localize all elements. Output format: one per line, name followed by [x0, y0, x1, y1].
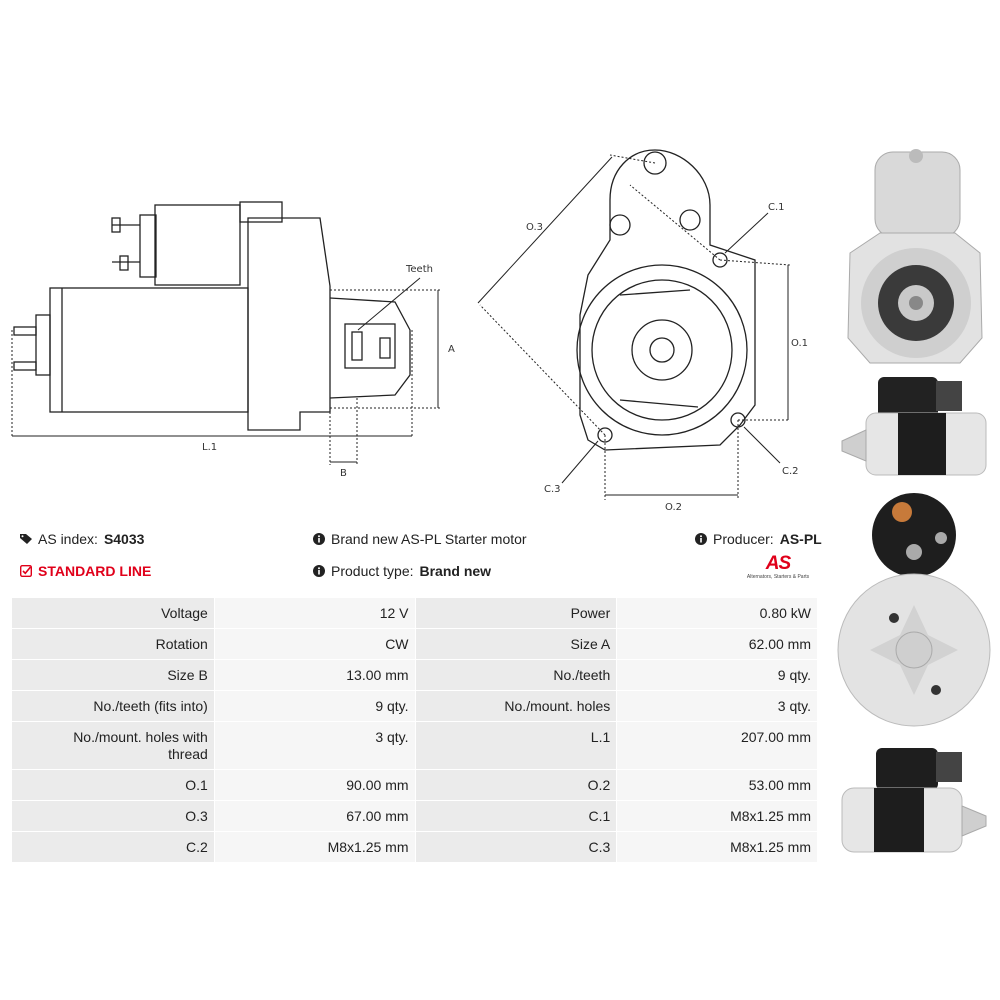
spec-label: Voltage: [11, 597, 215, 629]
dimension-c3-label: C.3: [544, 484, 561, 495]
logo-tagline: Alternators, Starters & Parts: [746, 574, 810, 580]
spec-label: O.1: [11, 769, 215, 801]
spec-value: 62.00 mm: [616, 628, 818, 660]
front-view-drawing: [477, 149, 791, 500]
spec-label: C.3: [414, 831, 618, 863]
spec-label: No./teeth: [414, 659, 618, 691]
spec-label: Size B: [11, 659, 215, 691]
spec-value: 13.00 mm: [213, 659, 416, 691]
producer-value: AS-PL: [779, 531, 822, 547]
spec-label: O.2: [414, 769, 618, 801]
as-index-label: AS index:: [38, 531, 98, 547]
product-type-label: Product type:: [331, 563, 414, 579]
product-photo-side: [841, 377, 987, 476]
spec-label: Power: [414, 597, 618, 629]
spec-value: 90.00 mm: [213, 769, 416, 801]
as-pl-logo: AS Alternators, Starters & Parts: [737, 553, 819, 585]
as-index: AS index: S4033: [20, 531, 144, 547]
dimension-b-label: B: [340, 468, 347, 479]
product-photo-side-2: [841, 748, 987, 853]
dimension-o1-label: O.1: [791, 338, 809, 349]
spec-value: CW: [213, 628, 416, 660]
dimension-c1-label: C.1: [768, 202, 785, 213]
as-index-value: S4033: [103, 531, 145, 547]
dimension-o3-label: O.3: [526, 222, 544, 233]
checkbox-checked-icon: [20, 565, 32, 577]
spec-value: 12 V: [213, 597, 416, 629]
spec-label: No./mount. holes: [414, 690, 618, 722]
spec-value: 3 qty.: [213, 721, 416, 770]
dimension-a-label: A: [448, 344, 455, 355]
spec-value: M8x1.25 mm: [616, 831, 818, 863]
info-icon: [313, 565, 325, 577]
dimension-o2-label: O.2: [665, 502, 683, 513]
spec-value: 0.80 kW: [616, 597, 818, 629]
producer-label: Producer:: [713, 531, 774, 547]
spec-label: O.3: [11, 800, 215, 832]
spec-value: M8x1.25 mm: [213, 831, 416, 863]
description: Brand new AS-PL Starter motor: [313, 531, 527, 547]
product-type: Product type: Brand new: [313, 563, 491, 579]
info-icon: [695, 533, 707, 545]
spec-value: 9 qty.: [213, 690, 416, 722]
side-view-drawing: [11, 201, 440, 465]
spec-label: No./mount. holes with thread: [11, 721, 215, 770]
product-type-value: Brand new: [419, 563, 492, 579]
tags-icon: [20, 534, 32, 544]
info-icon: [313, 533, 325, 545]
spec-label: No./teeth (fits into): [11, 690, 215, 722]
spec-label: Rotation: [11, 628, 215, 660]
spec-label: C.1: [414, 800, 618, 832]
product-photo-rear: [837, 493, 991, 727]
spec-label: L.1: [414, 721, 618, 770]
standard-line-label: STANDARD LINE: [38, 563, 152, 579]
spec-label: C.2: [11, 831, 215, 863]
spec-value: M8x1.25 mm: [616, 800, 818, 832]
product-photo-front: [847, 149, 983, 364]
spec-value: 9 qty.: [616, 659, 818, 691]
dimension-l1-label: L.1: [202, 442, 218, 453]
description-text: Brand new AS-PL Starter motor: [331, 531, 527, 547]
spec-value: 3 qty.: [616, 690, 818, 722]
producer: Producer: AS-PL: [695, 531, 822, 547]
dimension-c2-label: C.2: [782, 466, 799, 477]
spec-value: 67.00 mm: [213, 800, 416, 832]
spec-label: Size A: [414, 628, 618, 660]
spec-row: No./teeth (fits into)9 qty.No./mount. ho…: [11, 690, 818, 722]
spec-value: 207.00 mm: [616, 721, 818, 770]
teeth-label: Teeth: [406, 264, 433, 275]
standard-line: STANDARD LINE: [20, 563, 151, 579]
spec-value: 53.00 mm: [616, 769, 818, 801]
logo-mark: AS: [765, 553, 791, 574]
